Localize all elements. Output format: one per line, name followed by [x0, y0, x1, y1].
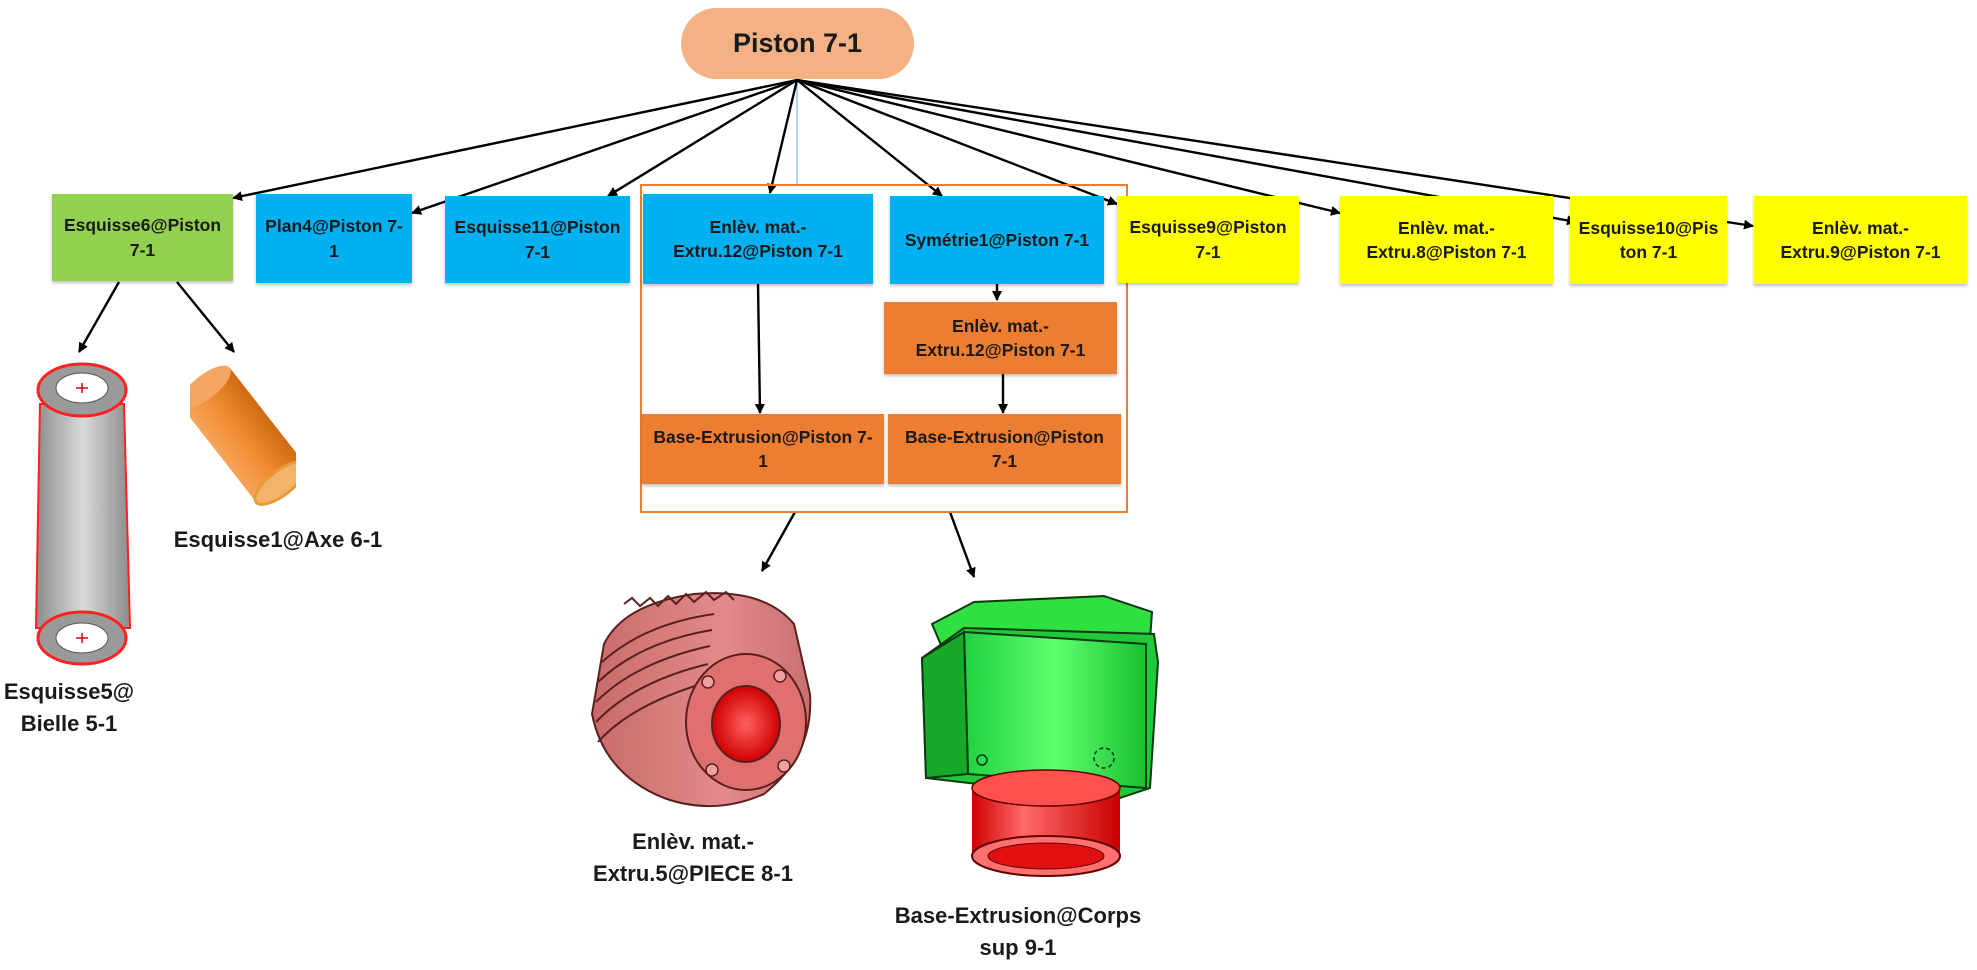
feature-label-line: ton 7-1: [1619, 242, 1678, 262]
arrow-to-esquisse11: [607, 78, 798, 198]
arrow-to-corps: [948, 511, 976, 578]
axe-3d-icon: [190, 365, 296, 506]
feature-enlev12-sub[interactable]: Enlèv. mat.- Extru.12@Piston 7-1: [884, 302, 1117, 374]
feature-enlev8[interactable]: Enlèv. mat.- Extru.8@Piston 7-1: [1340, 196, 1553, 284]
caption-line: Enlèv. mat.-: [632, 829, 754, 854]
caption-line: Esquisse1@Axe 6-1: [173, 527, 383, 552]
feature-label-line: Plan4@Piston 7-: [265, 216, 403, 236]
caption-line: Extru.5@PIECE 8-1: [593, 860, 793, 886]
feature-base-extrusion-right[interactable]: Base-Extrusion@Piston 7-1: [888, 414, 1121, 484]
corps-3d-icon: [920, 594, 1160, 877]
feature-label-line: Extru.9@Piston 7-1: [1780, 242, 1941, 262]
arrow-to-enlev12-top: [767, 79, 799, 194]
arrow-to-bielle: [77, 281, 121, 353]
feature-label-line: Symétrie1@Piston 7-1: [904, 229, 1090, 250]
caption-bielle: Esquisse5@ Bielle 5-1: [0, 676, 138, 740]
caption-line: Bielle 5-1: [20, 710, 118, 736]
arrow-to-enlev8: [796, 78, 1341, 216]
arrow-to-esquisse6: [232, 78, 798, 202]
caption-piece: Enlèv. mat.- Extru.5@PIECE 8-1: [560, 826, 826, 890]
feature-label-line: Esquisse11@Piston: [454, 217, 621, 237]
feature-symetrie1[interactable]: Symétrie1@Piston 7-1: [890, 196, 1104, 284]
feature-label-line: 7-1: [991, 451, 1018, 471]
caption-axe: Esquisse1@Axe 6-1: [150, 524, 406, 556]
feature-esquisse9[interactable]: Esquisse9@Piston 7-1: [1117, 196, 1299, 283]
feature-label-line: Extru.8@Piston 7-1: [1366, 242, 1527, 262]
feature-label-line: 7-1: [129, 239, 156, 260]
feature-label-line: Base-Extrusion@Piston: [905, 426, 1104, 447]
arrow-to-plan4: [411, 78, 798, 215]
feature-label-line: Extru.12@Piston 7-1: [915, 340, 1086, 360]
feature-label-line: 7-1: [1195, 241, 1221, 262]
caption-line: sup 9-1: [979, 934, 1057, 960]
feature-esquisse10[interactable]: Esquisse10@Pis ton 7-1: [1570, 196, 1727, 284]
feature-label-line: Esquisse6@Piston: [63, 215, 222, 235]
caption-line: Base-Extrusion@Corps: [894, 903, 1142, 928]
arrow-to-piece: [760, 511, 797, 572]
arrow-to-axe: [176, 281, 235, 353]
feature-esquisse6[interactable]: Esquisse6@Piston 7-1: [52, 194, 233, 281]
feature-plan4[interactable]: Plan4@Piston 7- 1: [256, 194, 412, 283]
feature-label-line: 1: [329, 240, 339, 261]
feature-esquisse11[interactable]: Esquisse11@Piston 7-1: [445, 196, 630, 283]
caption-corps: Base-Extrusion@Corps sup 9-1: [890, 900, 1146, 964]
feature-label-line: Esquisse10@Pis: [1578, 217, 1719, 238]
feature-label-line: Enlèv. mat.-: [1398, 217, 1495, 238]
arrow-enlev12-to-base-left: [754, 283, 765, 414]
feature-label-line: Enlèv. mat.-: [1812, 217, 1909, 238]
feature-label-line: Esquisse9@Piston: [1129, 217, 1287, 237]
root-node-piston[interactable]: Piston 7-1: [681, 8, 914, 79]
feature-label-line: Enlèv. mat.-: [709, 216, 807, 237]
arrow-to-symetrie1: [796, 79, 943, 197]
piece-3d-icon: [590, 590, 812, 808]
feature-enlev12-top[interactable]: Enlèv. mat.- Extru.12@Piston 7-1: [643, 194, 873, 284]
feature-enlev9[interactable]: Enlèv. mat.- Extru.9@Piston 7-1: [1754, 196, 1967, 284]
feature-label-line: 7-1: [524, 241, 551, 262]
feature-label-line: 1: [758, 451, 768, 471]
bielle-3d-icon: [34, 362, 132, 666]
feature-label-line: Base-Extrusion@Piston 7-: [653, 426, 873, 447]
caption-line: Esquisse5@: [3, 679, 135, 704]
feature-label-line: Enlèv. mat.-: [952, 315, 1049, 336]
feature-label-line: Extru.12@Piston 7-1: [673, 241, 843, 261]
symmetry-group-frame: [640, 184, 1128, 513]
arrow-to-esquisse9: [796, 78, 1118, 206]
feature-base-extrusion-left[interactable]: Base-Extrusion@Piston 7- 1: [642, 414, 884, 484]
